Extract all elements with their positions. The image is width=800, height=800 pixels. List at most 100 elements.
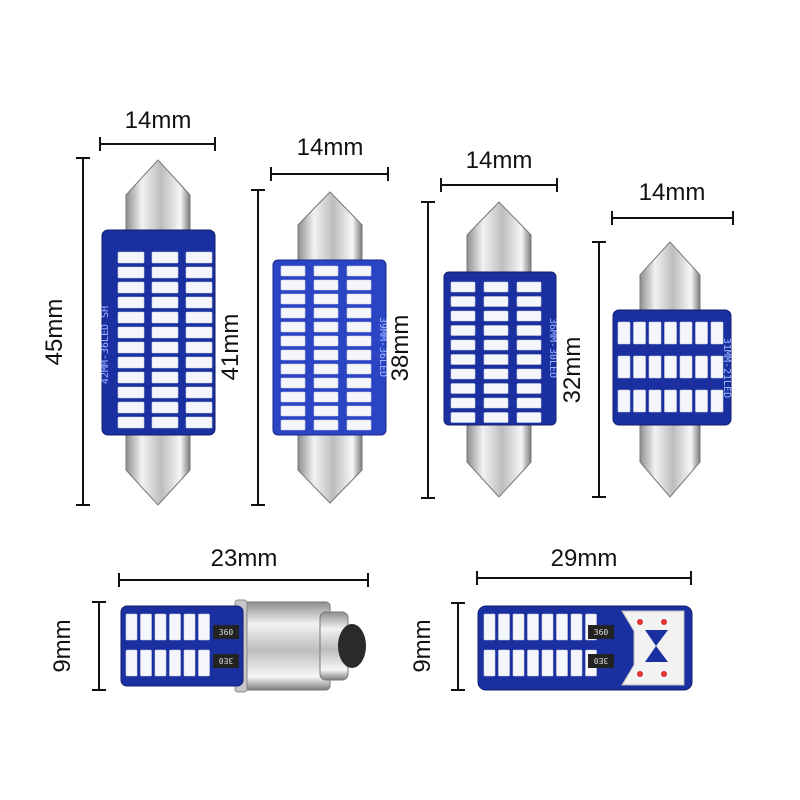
led-chip bbox=[280, 349, 306, 361]
led-chip bbox=[516, 325, 542, 336]
led-chip bbox=[450, 281, 476, 293]
pcb-board bbox=[120, 605, 244, 687]
length-dimension-c: 38mm bbox=[387, 201, 435, 499]
bulb-ba9s-23mm: 23mm 9mm 360 3E0 bbox=[49, 545, 369, 693]
led-chip bbox=[169, 649, 181, 677]
led-chip bbox=[516, 281, 542, 293]
led-chip bbox=[483, 368, 509, 380]
led-chip bbox=[450, 383, 476, 394]
led-chip bbox=[541, 613, 554, 641]
chip-label: 3E0 bbox=[219, 656, 234, 665]
length-label: 38mm bbox=[387, 315, 414, 382]
led-chip bbox=[313, 279, 339, 291]
led-chip bbox=[483, 310, 509, 322]
led-chip bbox=[117, 296, 145, 309]
led-chip bbox=[556, 649, 568, 677]
led-chip bbox=[198, 649, 210, 677]
led-array bbox=[125, 613, 210, 677]
led-chip bbox=[185, 326, 213, 339]
led-chip bbox=[516, 368, 542, 380]
led-chip bbox=[516, 310, 542, 322]
led-chip bbox=[151, 296, 179, 309]
length-label: 41mm bbox=[217, 314, 244, 381]
led-chip bbox=[280, 321, 306, 333]
length-label: 32mm bbox=[559, 337, 586, 404]
led-chip bbox=[117, 371, 145, 384]
led-chip bbox=[151, 251, 179, 264]
length-label: 9mm bbox=[409, 619, 436, 672]
led-chip bbox=[280, 391, 306, 403]
led-chip bbox=[313, 391, 339, 403]
led-chip bbox=[346, 265, 372, 277]
led-chip bbox=[185, 386, 213, 399]
led-array bbox=[280, 265, 372, 431]
led-chip bbox=[117, 416, 145, 429]
led-chip bbox=[516, 354, 542, 365]
led-chip bbox=[185, 266, 213, 279]
width-label: 14mm bbox=[639, 179, 706, 206]
led-chip bbox=[570, 613, 583, 641]
led-chip bbox=[154, 613, 167, 641]
led-chip bbox=[125, 613, 138, 641]
led-chip bbox=[313, 363, 339, 375]
led-chip bbox=[346, 363, 372, 375]
led-chip bbox=[695, 389, 708, 413]
led-chip bbox=[450, 397, 476, 409]
led-chip bbox=[313, 419, 339, 431]
led-chip bbox=[450, 368, 476, 380]
led-chip bbox=[648, 389, 662, 413]
led-chip bbox=[117, 341, 145, 354]
led-array bbox=[450, 281, 542, 423]
led-chip bbox=[710, 355, 724, 379]
width-label: 23mm bbox=[211, 545, 278, 572]
led-chip bbox=[450, 310, 476, 322]
led-chip bbox=[280, 279, 306, 291]
led-chip bbox=[450, 412, 476, 423]
led-chip bbox=[710, 389, 724, 413]
led-chip bbox=[570, 649, 583, 677]
led-chip bbox=[483, 339, 509, 351]
led-chip bbox=[280, 307, 306, 319]
led-chip bbox=[280, 335, 306, 347]
led-chip bbox=[617, 389, 631, 413]
led-chip bbox=[483, 296, 509, 307]
led-chip bbox=[556, 613, 568, 641]
led-chip bbox=[185, 296, 213, 309]
length-dimension-a: 45mm bbox=[41, 157, 90, 506]
resistor-chip: 3E0 bbox=[588, 654, 614, 668]
led-chip bbox=[151, 281, 179, 294]
led-chip bbox=[527, 649, 539, 677]
chip-label: 360 bbox=[219, 628, 234, 637]
led-chip bbox=[695, 321, 708, 345]
led-chip bbox=[185, 401, 213, 414]
led-chip bbox=[313, 321, 339, 333]
led-array bbox=[617, 321, 724, 413]
led-chip bbox=[185, 341, 213, 354]
width-dimension-c: 14mm bbox=[440, 147, 558, 192]
led-chip bbox=[664, 321, 677, 345]
led-chip bbox=[617, 355, 631, 379]
led-chip bbox=[117, 386, 145, 399]
led-chip bbox=[346, 293, 372, 305]
led-chip bbox=[185, 311, 213, 324]
bulb-festoon-32mm: 14mm 32mm 31MM-21LED bbox=[559, 179, 734, 498]
led-chip bbox=[151, 401, 179, 414]
led-chip bbox=[169, 613, 181, 641]
led-chip bbox=[633, 321, 646, 345]
led-chip bbox=[346, 279, 372, 291]
led-chip bbox=[185, 416, 213, 429]
led-chip bbox=[117, 251, 145, 264]
led-chip bbox=[450, 339, 476, 351]
led-chip bbox=[516, 397, 542, 409]
led-chip bbox=[346, 377, 372, 389]
led-chip bbox=[151, 341, 179, 354]
led-chip bbox=[483, 354, 509, 365]
length-label: 9mm bbox=[49, 619, 76, 672]
led-chip bbox=[483, 325, 509, 336]
led-chip bbox=[185, 356, 213, 369]
led-chip bbox=[483, 613, 496, 641]
led-chip bbox=[140, 649, 152, 677]
led-chip bbox=[633, 355, 646, 379]
led-chip bbox=[516, 412, 542, 423]
